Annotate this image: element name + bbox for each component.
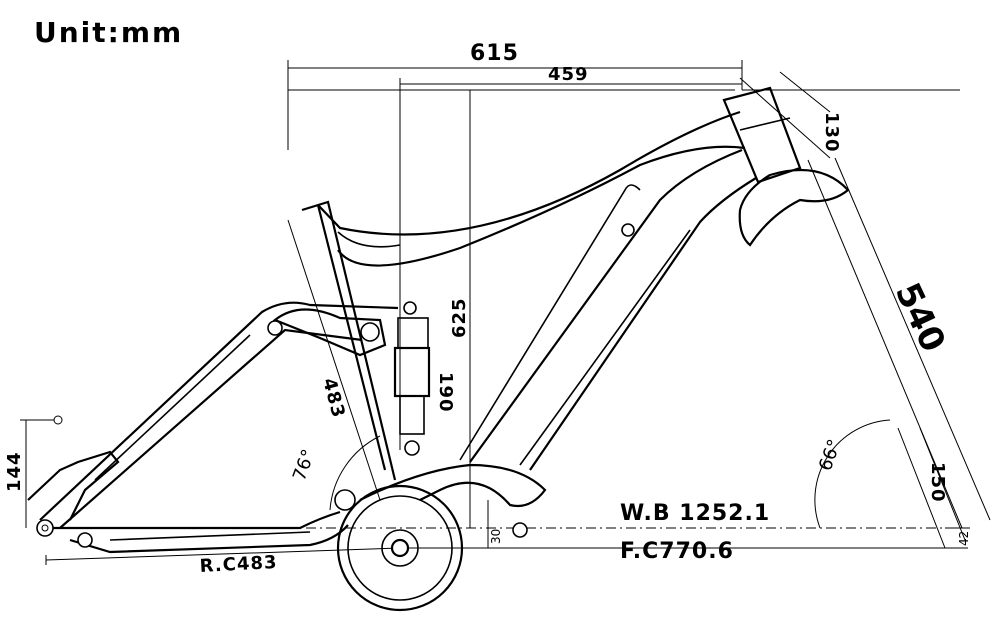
dim-bb-drop: 30	[489, 529, 503, 544]
dim-head-angle: 66°	[815, 437, 846, 474]
dim-seat-tube: 483	[318, 376, 349, 421]
dim-rear-center: R.C483	[199, 552, 278, 577]
dim-front-center: F.C770.6	[620, 539, 734, 564]
dim-fork-offset-small: 42	[957, 531, 971, 546]
dim-reach-total: 615	[470, 41, 519, 66]
dim-fork-offset-vertical: 150	[927, 462, 948, 503]
dim-top-span: 459	[548, 64, 589, 85]
unit-label: Unit:mm	[34, 16, 183, 49]
dimension-lines	[20, 60, 991, 565]
dimension-labels: 615 459 130 540 625 190 483 144 76° 66° …	[4, 41, 971, 577]
dim-rear-drop: 144	[4, 451, 25, 492]
dim-stack: 625	[449, 297, 470, 338]
dim-shock-stroke: 190	[435, 372, 456, 413]
dim-head-tube: 130	[821, 112, 842, 153]
frame-outline	[27, 86, 850, 612]
dim-fork-length: 540	[887, 277, 953, 358]
dim-wheelbase: W.B 1252.1	[620, 501, 770, 526]
dim-seat-angle: 76°	[289, 447, 320, 484]
